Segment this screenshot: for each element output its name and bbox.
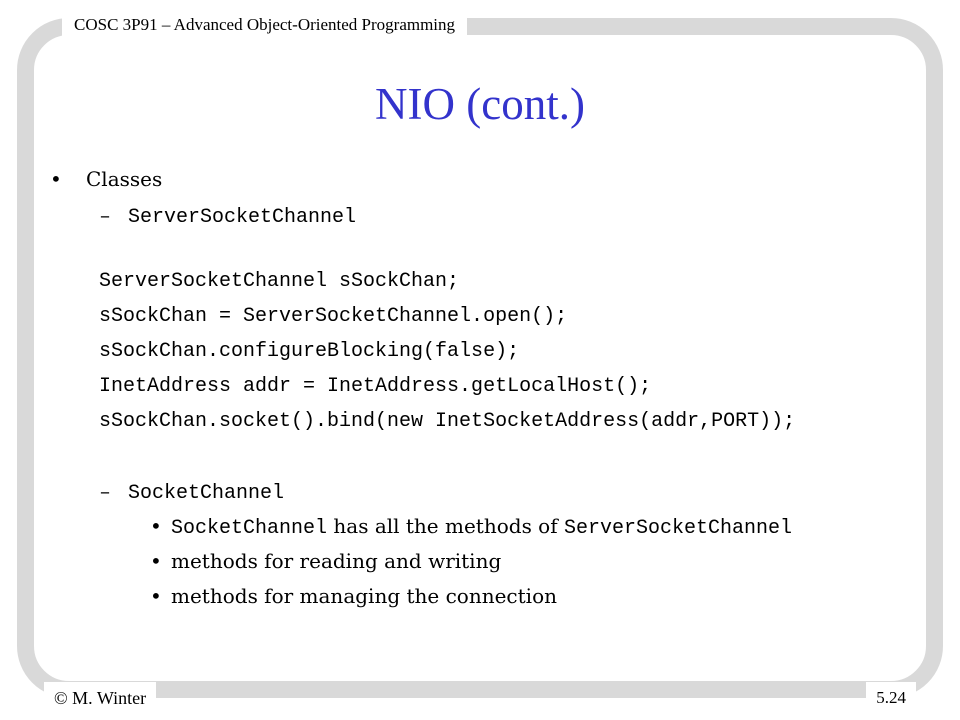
footer-page-number: 5.24 xyxy=(866,682,916,714)
bullet-glyph: • xyxy=(150,514,162,538)
sub-bullet-serversocketchannel: –ServerSocketChannel xyxy=(100,200,356,233)
sub-bullet-socketchannel-label: SocketChannel xyxy=(128,482,285,505)
sub-sub-bullet-1: • SocketChannel has all the methods of Se… xyxy=(150,511,792,544)
code-line-3: sSockChan.configureBlocking(false); xyxy=(99,340,520,363)
bullet-classes: • Classes xyxy=(50,164,162,194)
dash-glyph: – xyxy=(100,203,110,227)
sub-sub-bullet-1-code1: SocketChannel xyxy=(171,517,328,540)
sub-sub-bullet-3-label: methods for managing the connection xyxy=(171,584,557,608)
bullet-classes-label: Classes xyxy=(86,167,163,191)
sub-sub-bullet-1-code2: ServerSocketChannel xyxy=(563,517,793,540)
dash-glyph: – xyxy=(100,479,110,503)
code-line-5: sSockChan.socket().bind(new InetSocketAd… xyxy=(99,410,796,433)
sub-bullet-serversocketchannel-label: ServerSocketChannel xyxy=(128,206,357,229)
sub-sub-bullet-2-label: methods for reading and writing xyxy=(171,549,502,573)
slide-title: NIO (cont.) xyxy=(375,79,585,129)
sub-sub-bullet-1-text: has all the methods of xyxy=(327,514,564,538)
code-line-4: InetAddress addr = InetAddress.getLocalH… xyxy=(99,375,652,398)
bullet-glyph: • xyxy=(150,584,162,608)
code-line-2: sSockChan = ServerSocketChannel.open(); xyxy=(99,305,568,328)
footer-author: © M. Winter xyxy=(44,682,157,714)
sub-sub-bullet-2: • methods for reading and writing xyxy=(150,546,501,576)
sub-sub-bullet-3: • methods for managing the connection xyxy=(150,581,557,611)
bullet-glyph: • xyxy=(150,549,162,573)
sub-bullet-socketchannel: –SocketChannel xyxy=(100,476,284,509)
code-line-1: ServerSocketChannel sSockChan; xyxy=(99,270,460,293)
bullet-glyph: • xyxy=(50,167,62,191)
course-header: COSC 3P91 – Advanced Object-Oriented Pro… xyxy=(62,10,468,40)
